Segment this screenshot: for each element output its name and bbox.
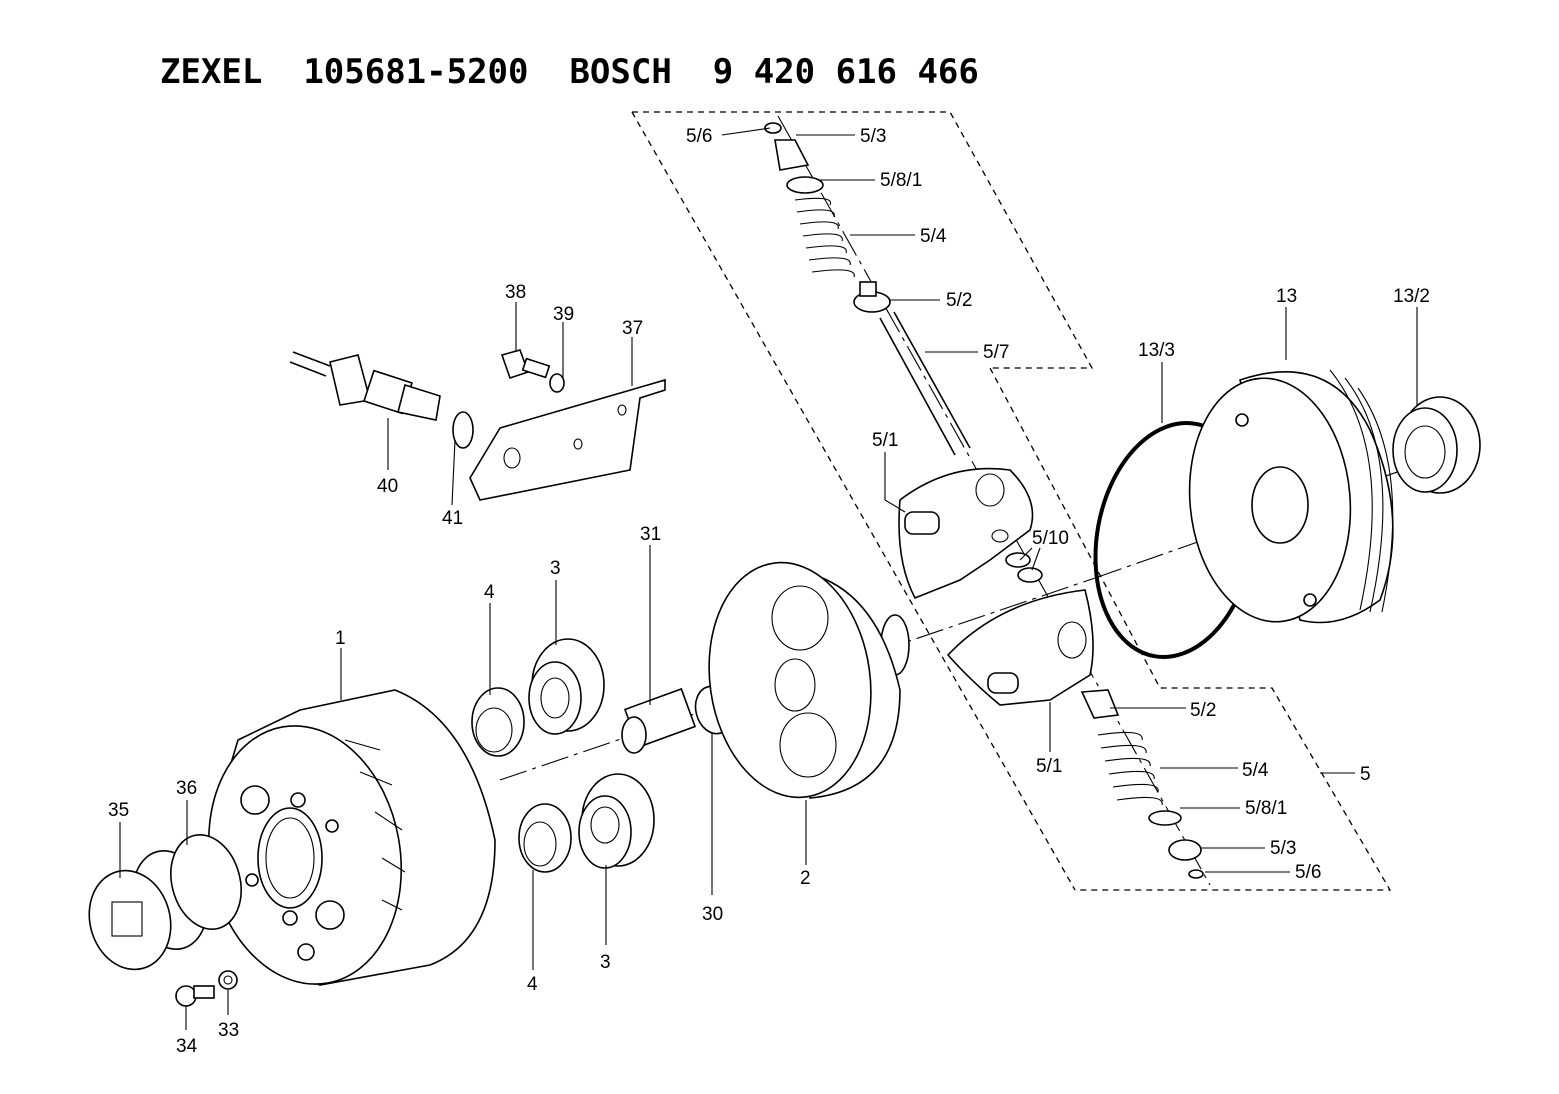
valve-stack-upper — [764, 122, 971, 456]
label-2: 2 — [800, 868, 811, 889]
label-5-1-lower: 5/1 — [1036, 756, 1062, 777]
label-5: 5 — [1360, 764, 1371, 785]
label-1: 1 — [335, 628, 346, 649]
label-13-2: 13/2 — [1393, 286, 1430, 307]
part-41-washer — [452, 411, 474, 449]
label-31: 31 — [640, 524, 661, 545]
part-2-cam-plate — [708, 561, 910, 799]
label-5-6-upper: 5/6 — [686, 126, 712, 147]
label-3-upper: 3 — [550, 558, 561, 579]
drawing-title: ZEXEL 105681-5200 BOSCH 9 420 616 466 — [160, 52, 979, 92]
label-5-7: 5/7 — [983, 342, 1009, 363]
label-35: 35 — [108, 800, 129, 821]
part-38-bolt — [500, 349, 551, 380]
leader-lines — [119, 127, 1418, 1030]
label-5-3-upper: 5/3 — [860, 126, 886, 147]
part-39-washer — [549, 373, 565, 393]
part-37-bracket — [469, 378, 666, 501]
label-5-6-lower: 5/6 — [1295, 862, 1321, 883]
part-33-34-screw — [175, 970, 238, 1007]
part-1-housing — [207, 689, 496, 986]
part-5-1-lower — [946, 589, 1094, 706]
assembly-5-boundary — [631, 111, 1392, 891]
label-5-4-lower: 5/4 — [1242, 760, 1269, 781]
label-5-10: 5/10 — [1032, 528, 1069, 549]
callout-labels: 1 2 3 3 4 4 5 5/1 5/1 5/2 5/2 5/3 5/3 5/… — [108, 126, 1430, 1057]
label-39: 39 — [553, 304, 574, 325]
label-5-8-1-lower: 5/8/1 — [1245, 798, 1287, 819]
part-36-o-ring — [170, 834, 242, 930]
label-5-8-1-upper: 5/8/1 — [880, 170, 922, 191]
brand-bosch: BOSCH — [569, 52, 672, 92]
label-34: 34 — [176, 1036, 198, 1057]
brand-zexel: ZEXEL — [160, 52, 263, 92]
label-37: 37 — [622, 318, 643, 339]
valve-stack-lower — [1080, 689, 1204, 879]
label-41: 41 — [442, 508, 463, 529]
part-5-1-upper — [898, 467, 1034, 600]
label-13-3: 13/3 — [1138, 340, 1175, 361]
label-36: 36 — [176, 778, 197, 799]
bosch-part-number: 9 420 616 466 — [712, 52, 979, 92]
part-31-sleeve — [621, 687, 697, 754]
part-40-sensor — [289, 351, 441, 421]
part-3-upper — [528, 638, 605, 735]
label-38: 38 — [505, 282, 526, 303]
label-33: 33 — [218, 1020, 239, 1041]
label-4-upper: 4 — [484, 582, 495, 603]
part-3-lower — [578, 773, 655, 869]
label-5-2-lower: 5/2 — [1190, 700, 1216, 721]
label-5-1-upper: 5/1 — [872, 430, 898, 451]
zexel-part-number: 105681-5200 — [303, 52, 529, 92]
label-5-4-upper: 5/4 — [920, 226, 947, 247]
label-5-2-upper: 5/2 — [946, 290, 972, 311]
part-13-2-bearing — [1392, 396, 1481, 494]
label-3-lower: 3 — [600, 952, 611, 973]
label-4-lower: 4 — [527, 974, 538, 995]
part-13-cover — [1188, 369, 1394, 624]
part-4-lower — [518, 803, 572, 873]
label-40: 40 — [377, 476, 398, 497]
label-30: 30 — [702, 904, 723, 925]
part-4-upper — [471, 687, 525, 757]
label-5-3-lower: 5/3 — [1270, 838, 1296, 859]
label-13: 13 — [1276, 286, 1297, 307]
